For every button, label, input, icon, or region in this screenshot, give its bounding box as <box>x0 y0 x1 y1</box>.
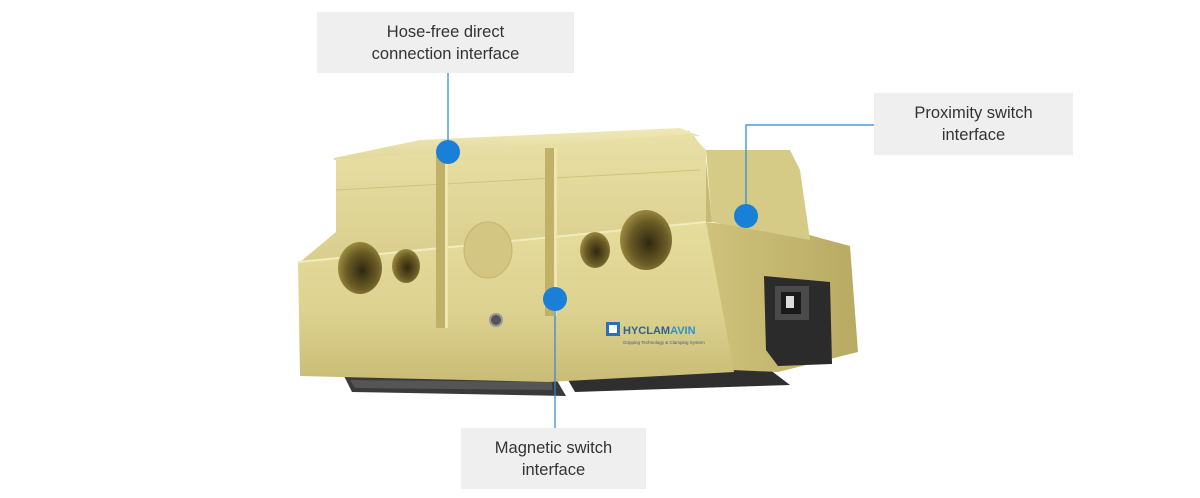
callout-magnetic: Magnetic switch interface <box>461 428 646 489</box>
leader-lines <box>447 73 874 428</box>
ports <box>338 210 672 327</box>
svg-text:Gripping Technology & Clamping: Gripping Technology & Clamping System <box>623 340 705 345</box>
callout-markers <box>436 140 758 311</box>
callout-proximity-line1: Proximity switch <box>914 104 1033 122</box>
callout-proximity-line2: interface <box>941 126 1006 144</box>
sensor-block <box>764 276 832 366</box>
callout-proximity: Proximity switch interface <box>874 93 1073 155</box>
upper-block-front <box>300 134 706 262</box>
callout-magnetic-line2: interface <box>521 460 586 479</box>
marker-hose-free <box>436 140 460 164</box>
marker-magnetic <box>543 287 567 311</box>
callout-hose-free-line1: Hose-free direct <box>386 22 505 41</box>
callout-magnetic-line1: Magnetic switch <box>494 438 613 457</box>
top-right-step <box>706 150 810 240</box>
callout-hose-free: Hose-free direct connection interface <box>317 12 574 73</box>
vertical-grooves <box>436 148 557 328</box>
callout-hose-free-line2: connection interface <box>371 44 520 63</box>
top-face <box>334 128 700 160</box>
svg-text:HYCLAMAVIN: HYCLAMAVIN <box>623 325 696 337</box>
brand-logo: HYCLAMAVIN Gripping Technology & Clampin… <box>606 322 705 345</box>
marker-proximity <box>734 204 758 228</box>
